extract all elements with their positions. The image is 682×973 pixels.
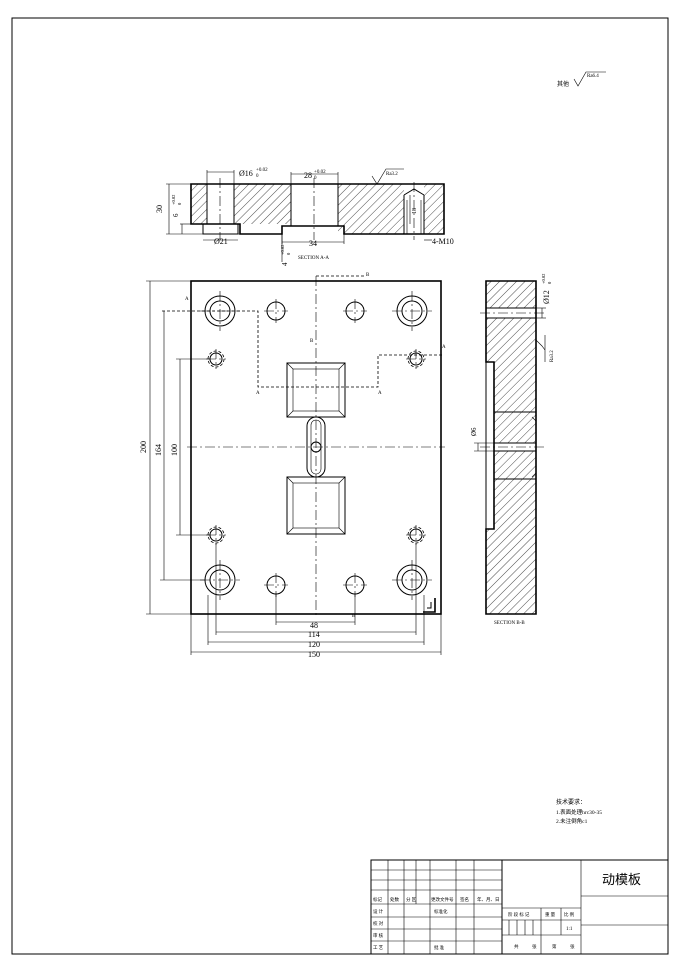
guide-hole-top-right <box>392 291 432 331</box>
thread-hole-2 <box>406 349 426 369</box>
dim-200: 200 <box>139 441 148 453</box>
tb-header-5: 签名 <box>460 896 469 903</box>
drawing-border <box>11 17 669 955</box>
marker-b-1: B <box>366 273 370 278</box>
tb-sheet-total: 共 <box>514 943 519 950</box>
tb-header-2: 处数 <box>390 896 399 903</box>
hatch-left-mid <box>234 184 291 224</box>
dim-w-bottom: 34 <box>309 239 317 248</box>
tb-sheet-word: 张 <box>532 943 537 950</box>
tb-weight-label: 重 量 <box>545 911 556 918</box>
notes-line2: 2.未注倒角c1 <box>556 817 588 825</box>
datum-corner-icon <box>423 598 436 613</box>
tb-scale-value: 1:1 <box>566 927 573 932</box>
dim-d-left: Ø16 <box>239 169 253 178</box>
dim-48: 48 <box>310 621 318 630</box>
dim-h-step-tol: +0.02 <box>171 195 176 205</box>
dim-w-center-tol: +0.02 <box>314 170 326 175</box>
tb-sheet-no: 第 <box>552 943 557 950</box>
guide-hole-bottom-right <box>392 560 432 600</box>
dim-d-left-tol2: 0 <box>256 174 259 179</box>
dim-d-top: Ø12 <box>542 290 551 304</box>
marker-a-1: A <box>185 297 189 302</box>
dim-h-bottom: 4 <box>281 262 289 266</box>
dim-thread: 4-M10 <box>432 237 454 246</box>
dim-114: 114 <box>308 630 320 639</box>
hatch-right-mid <box>338 184 404 234</box>
dim-150: 150 <box>308 650 320 659</box>
tb-header-6: 年、月、日 <box>477 896 500 903</box>
pin-hole-3 <box>264 573 288 597</box>
tb-role-check: 校 对 <box>373 920 384 927</box>
tb-header-1: 标记 <box>373 896 382 903</box>
pin-hole-4 <box>343 573 367 597</box>
section-aa-label: SECTION A-A <box>298 256 329 261</box>
section-aa: Ra3.2 Ø16 +0.02 0 28 +0.02 0 30 6 +0.02 … <box>155 168 454 266</box>
marker-a-2: A <box>256 391 260 396</box>
dim-d-bottom: Ø21 <box>214 237 228 246</box>
dim-164: 164 <box>154 444 163 456</box>
dim-d-mid: Ø6 <box>470 427 478 436</box>
roughness-rest-label: 其他 <box>557 80 569 88</box>
hatch-right-outer <box>424 184 444 234</box>
dim-thread-depth: 18 <box>412 208 418 214</box>
tb-role-design: 设 计 <box>373 908 384 915</box>
tb-stage-label: 阶 段 标 记 <box>508 911 530 918</box>
technical-notes: 技术要求： 1.表面处理hrc30-35 2.未注倒角c1 <box>556 798 602 825</box>
title-block: 标记 处数 分 区 更改文件号 签名 年、月、日 设 计 校 对 审 核 工 艺… <box>370 859 669 955</box>
dim-d-top-tol2: 0 <box>547 281 552 284</box>
notes-line1: 1.表面处理hrc30-35 <box>556 808 602 816</box>
sprue-icon <box>310 441 322 453</box>
dim-h-step-tol2: 0 <box>177 202 182 205</box>
section-line-aa <box>162 310 442 388</box>
tb-scale-label: 比 例 <box>564 911 575 918</box>
dim-w-center-tol2: 0 <box>314 176 317 181</box>
marker-a-4: A <box>442 345 446 350</box>
tb-role-process: 工 艺 <box>373 945 384 950</box>
pin-hole-1 <box>264 299 288 323</box>
section-bb: Ø12 +0.02 0 Ra3.2 Ø6 SECTION B-B <box>470 274 555 626</box>
dim-100: 100 <box>170 444 179 456</box>
roughness-symbol-icon <box>573 71 606 87</box>
roughness-bb-icon <box>535 335 546 362</box>
dim-h-bottom-tol2: 0 <box>286 252 291 255</box>
plan-view: A A A A B B B <box>139 273 446 659</box>
tb-part-name: 动模板 <box>602 872 641 887</box>
roughness-rest-value: Ra6.4 <box>587 74 599 79</box>
hatch-left-outer <box>191 184 207 224</box>
marker-a-3: A <box>378 391 382 396</box>
dim-w-center: 28 <box>304 171 312 180</box>
guide-hole-bottom-left <box>200 560 240 600</box>
section-aa-outline <box>190 183 445 235</box>
dim-d-left-tol: +0.02 <box>256 168 268 173</box>
dim-d-top-tol: +0.02 <box>541 274 546 284</box>
tb-header-3: 分 区 <box>406 896 417 903</box>
section-bb-label: SECTION B-B <box>494 621 525 626</box>
tb-header-4: 更改文件号 <box>431 896 454 903</box>
dim-h-total: 30 <box>155 205 164 213</box>
marker-b-3: B <box>352 614 356 619</box>
roughness-general: 其他 Ra6.4 <box>557 71 606 88</box>
roughness-section-icon <box>371 168 404 185</box>
roughness-section-value: Ra3.2 <box>386 172 398 177</box>
roughness-bb-value: Ra3.2 <box>550 350 555 362</box>
tb-standardize: 标准化 <box>434 908 448 915</box>
dim-h-step: 6 <box>172 213 180 217</box>
pin-hole-2 <box>343 299 367 323</box>
tb-role-review: 审 核 <box>373 932 384 939</box>
marker-b-2: B <box>310 339 314 344</box>
guide-hole-top-left <box>200 291 240 331</box>
tb-sheet-word2: 张 <box>570 943 575 950</box>
dim-h-bottom-tol: +0.02 <box>280 245 285 255</box>
notes-title: 技术要求： <box>556 798 586 806</box>
dim-120: 120 <box>308 640 320 649</box>
tb-approve: 批 准 <box>434 944 445 951</box>
thread-hole-4 <box>406 525 426 545</box>
runner-slot <box>306 416 326 478</box>
